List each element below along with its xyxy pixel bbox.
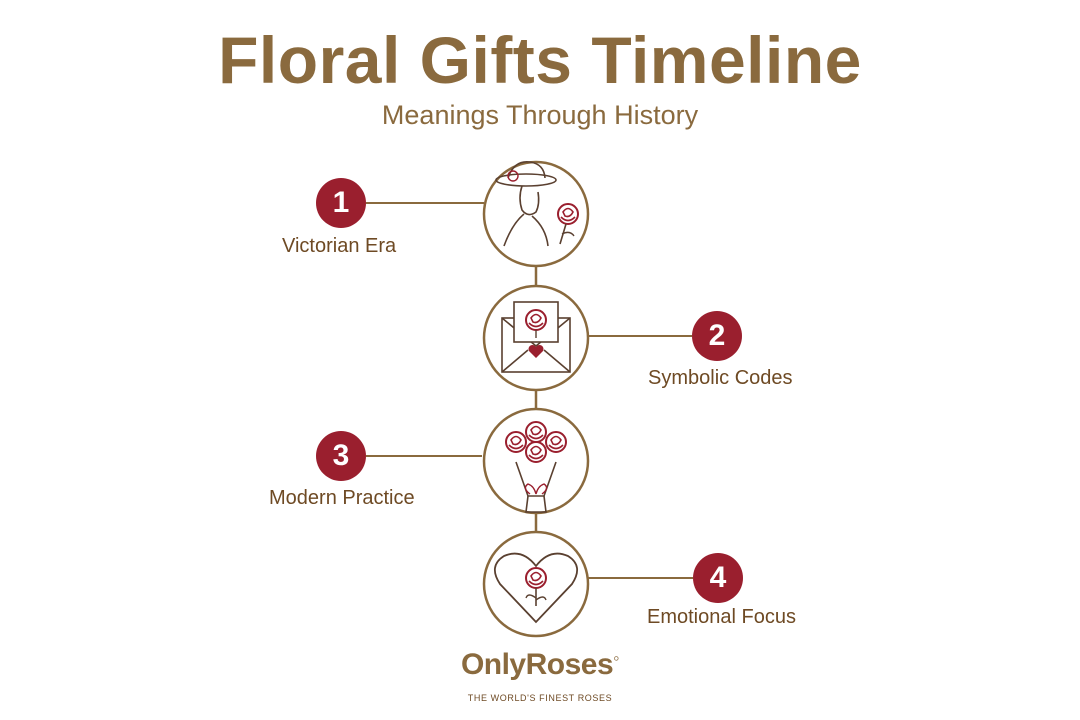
step-number: 2 [708,319,726,352]
step-badge [316,178,366,228]
victorian-lady-rose-icon [495,161,579,247]
step-number: 1 [332,186,350,219]
rose-bouquet-icon [505,421,567,513]
page-subtitle: Meanings Through History [381,100,699,130]
rose-bud-icon: ◦ [613,648,620,668]
step-label: Victorian Era [282,235,397,257]
step-badge [693,553,743,603]
brand-name: OnlyRoses [460,648,614,681]
step-number: 3 [332,439,350,472]
step-label: Emotional Focus [647,606,796,628]
page-title: Floral Gifts Timeline [218,23,862,97]
brand-logo: OnlyRoses◦ [0,648,1080,682]
step-badge [692,311,742,361]
step-label: Symbolic Codes [648,367,793,389]
step-label: Modern Practice [269,487,415,509]
brand-tagline: THE WORLD'S FINEST ROSES [467,693,613,703]
step-number: 4 [709,561,727,594]
step-badge [316,431,366,481]
envelope-rose-icon [501,301,571,373]
heart-rose-icon [494,552,578,624]
